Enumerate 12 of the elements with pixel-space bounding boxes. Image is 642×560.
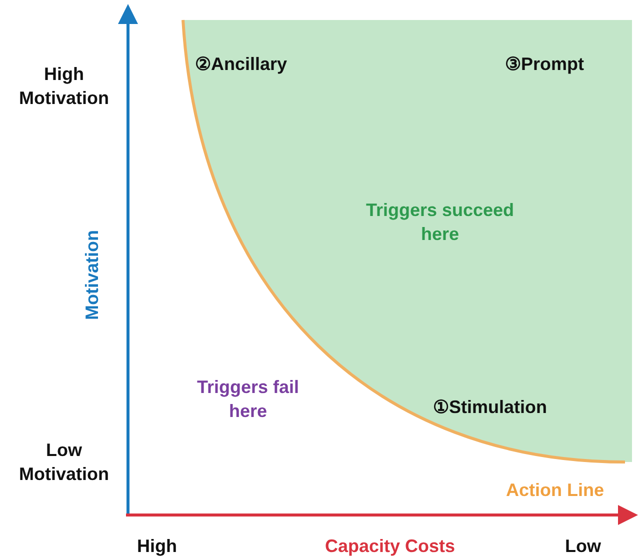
point-label: ②Ancillary [195,53,288,76]
axis-label: High [136,535,178,558]
region-label: Triggers fail here [196,376,300,423]
axis-title: Motivation [81,229,103,322]
point-label: ③Prompt [505,53,585,76]
point-label: ①Stimulation [433,396,548,419]
curve-label: Action Line [505,479,605,502]
region-label: Triggers succeed here [364,199,516,246]
axis-label: Low [564,535,602,558]
axis-label: Low Motivation [18,439,110,486]
axis-title: Capacity Costs [324,535,456,558]
axis-label: High Motivation [18,63,110,110]
